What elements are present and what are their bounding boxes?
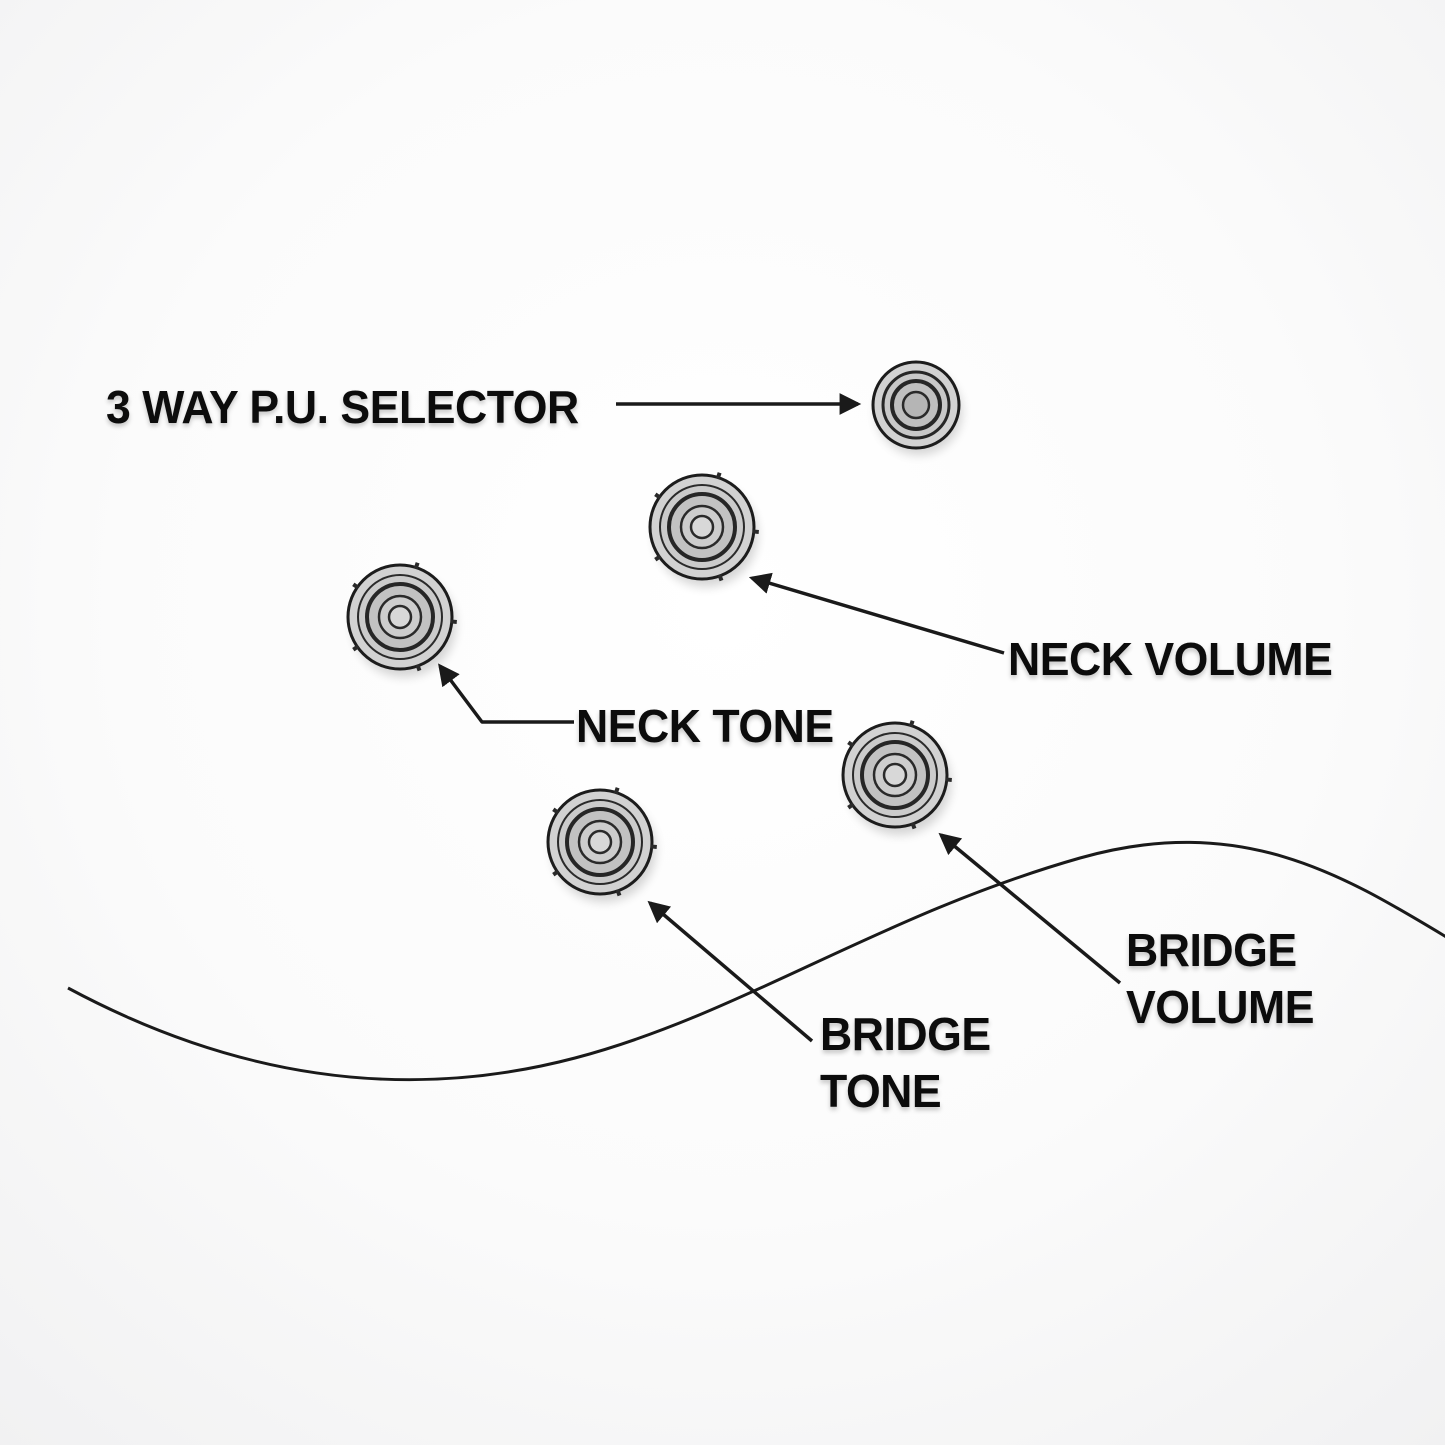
label-bridge-volume-line2: VOLUME bbox=[1126, 981, 1314, 1034]
guitar-body-outline bbox=[67, 840, 1445, 1082]
neck-volume-knob bbox=[650, 473, 759, 587]
neck-volume-arrow bbox=[748, 572, 1005, 655]
label-neck-volume: NECK VOLUME bbox=[1008, 633, 1333, 685]
label-neck-tone: NECK TONE bbox=[576, 700, 834, 752]
bridge-volume-knob bbox=[843, 721, 952, 835]
neck-tone-arrow bbox=[438, 663, 574, 724]
bridge-volume-arrow bbox=[938, 832, 1122, 985]
label-bridge-tone: BRIDGE TONE bbox=[820, 1006, 991, 1120]
neck-tone-knob bbox=[348, 563, 457, 677]
bridge-tone-arrow bbox=[647, 900, 814, 1043]
pickup-selector-knob bbox=[873, 362, 962, 455]
label-bridge-volume: BRIDGE VOLUME bbox=[1126, 922, 1314, 1036]
label-pickup-selector: 3 WAY P.U. SELECTOR bbox=[106, 381, 579, 433]
label-bridge-volume-line1: BRIDGE bbox=[1126, 924, 1297, 976]
label-bridge-tone-line2: TONE bbox=[820, 1065, 942, 1118]
label-bridge-tone-line1: BRIDGE bbox=[820, 1008, 991, 1060]
bridge-tone-knob bbox=[548, 788, 657, 902]
